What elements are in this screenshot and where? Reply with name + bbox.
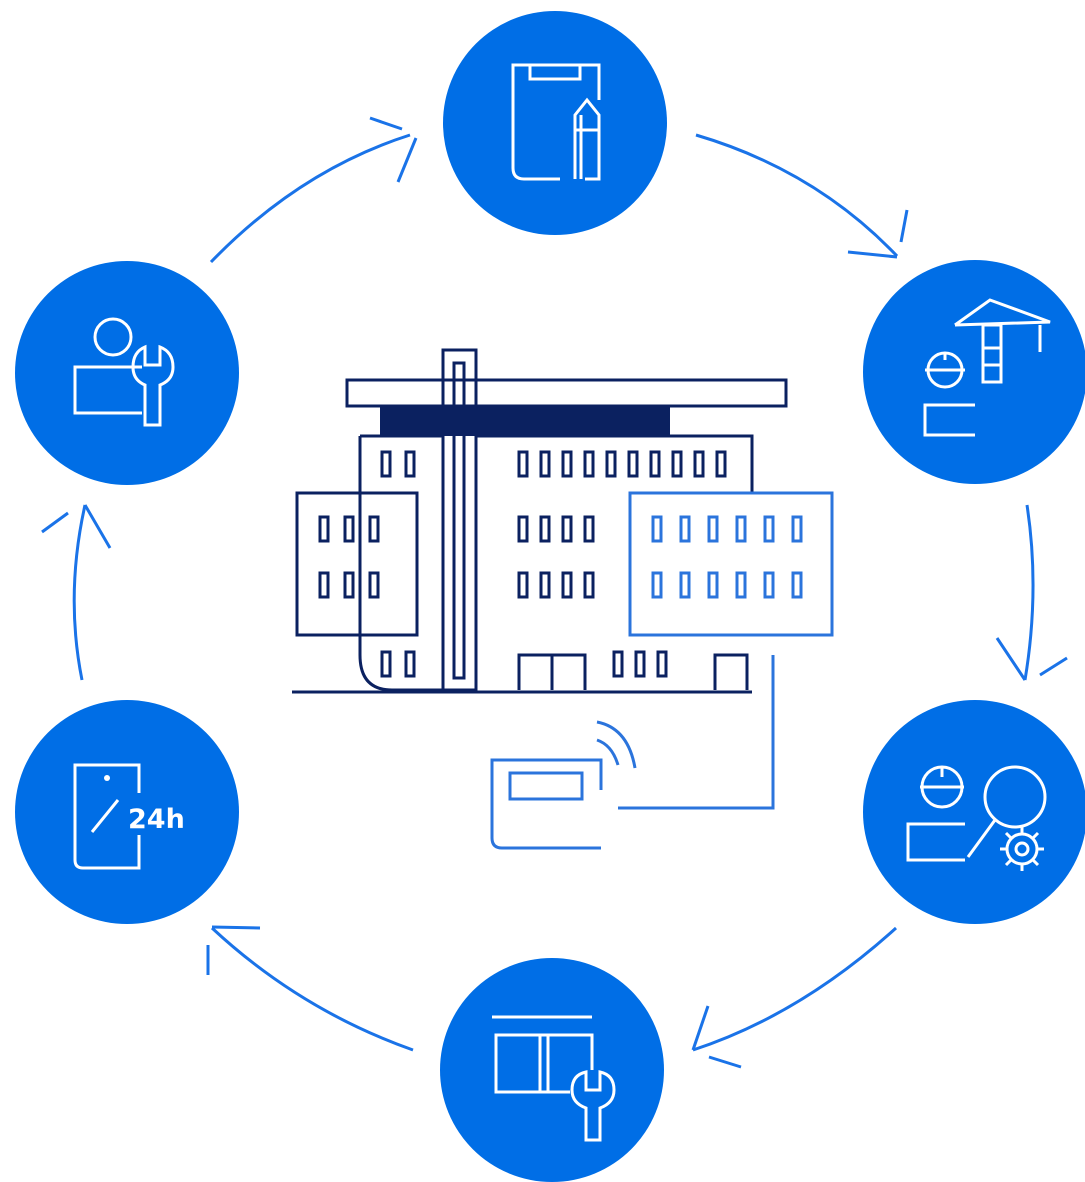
node-construction bbox=[863, 260, 1085, 484]
node-circle bbox=[863, 700, 1085, 924]
node-circle bbox=[15, 261, 239, 485]
building-windows bbox=[318, 450, 727, 678]
user-wrench-icon bbox=[73, 317, 175, 427]
arrow-maintenance-to-planning bbox=[209, 116, 418, 264]
arrow-planning-to-construction bbox=[695, 133, 909, 259]
window-wrench-icon bbox=[492, 1015, 616, 1142]
node-planning bbox=[443, 11, 667, 235]
worker-crane-icon bbox=[923, 298, 1051, 437]
highlighted-wing-windows bbox=[651, 515, 803, 599]
node-circle bbox=[15, 700, 239, 924]
arrow-construction-to-configuration bbox=[995, 504, 1068, 681]
arrow-configuration-to-installation bbox=[691, 926, 898, 1069]
node-configuration bbox=[863, 700, 1085, 924]
arrow-support-to-maintenance bbox=[41, 504, 112, 681]
engineer-search-gear-icon bbox=[906, 765, 1047, 871]
node-circle bbox=[443, 11, 667, 235]
node-maintenance bbox=[15, 261, 239, 485]
arrow-installation-to-support bbox=[206, 925, 414, 1052]
node-installation bbox=[440, 958, 664, 1182]
node-support: 24h bbox=[15, 700, 239, 924]
clipboard-pen-icon bbox=[511, 63, 601, 181]
building-with-control-panel-icon bbox=[292, 348, 834, 850]
support-24h-label: 24h bbox=[128, 804, 185, 835]
cycle-arrows bbox=[41, 116, 1068, 1069]
node-circle bbox=[440, 958, 664, 1182]
node-circle bbox=[863, 260, 1085, 484]
control-panel-icon bbox=[490, 720, 637, 850]
phone-24h-icon: 24h bbox=[73, 763, 185, 870]
